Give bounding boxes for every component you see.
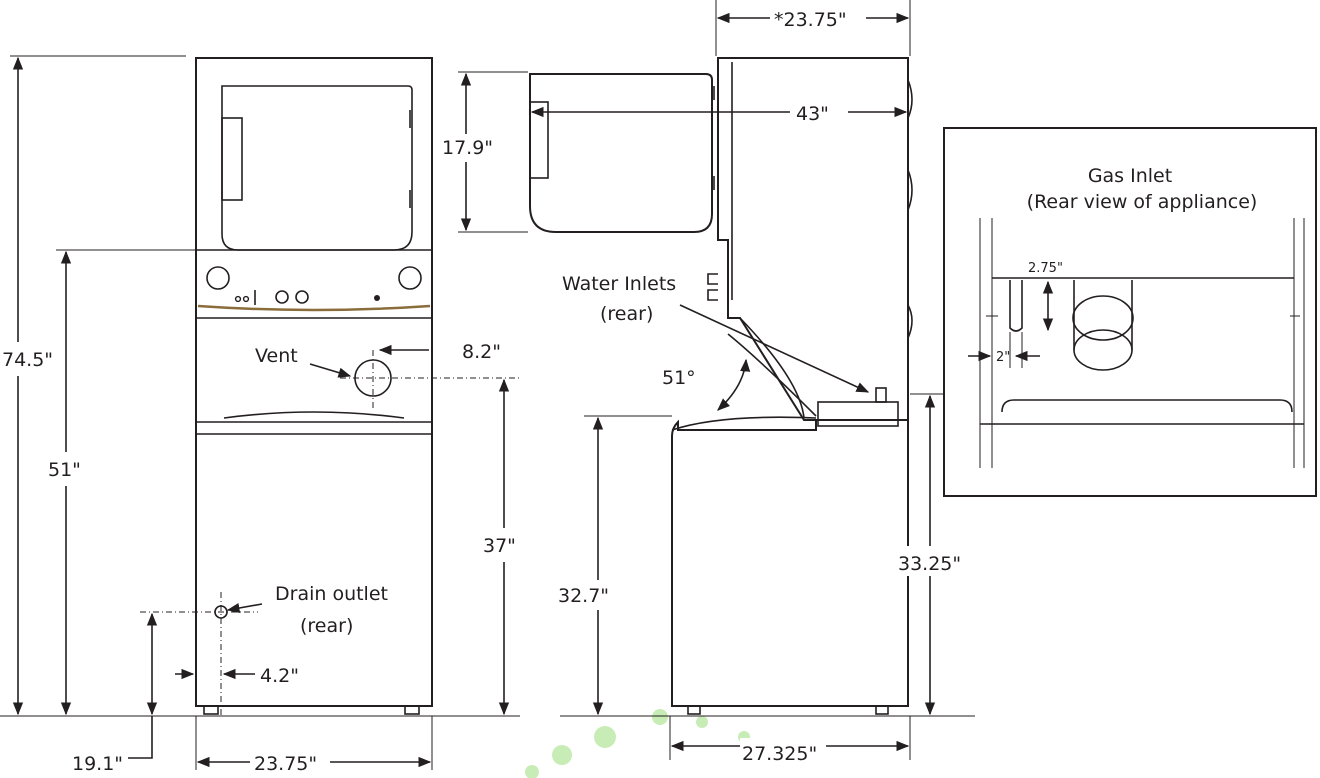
drain-height-label: 19.1" <box>72 753 123 775</box>
top-depth-label: *23.75" <box>774 9 847 31</box>
water-inlets-rear-label: (rear) <box>600 303 653 325</box>
vent-height-label: 37" <box>483 535 516 557</box>
door-open-depth-label: 43" <box>796 103 829 125</box>
gas-inlet-title: Gas Inlet <box>1088 165 1172 187</box>
decorative-dots <box>525 709 750 778</box>
drain-rear-label: (rear) <box>300 615 353 637</box>
water-inlets-label: Water Inlets <box>562 273 676 295</box>
lid-angle-label: 51° <box>662 367 696 389</box>
side-depth-label: 27.325" <box>742 743 817 765</box>
front-width-label: 23.75" <box>254 753 317 775</box>
door-height-label: 17.9" <box>442 137 493 159</box>
gas-inlet-height-label: 33.25" <box>898 553 961 575</box>
drain-offset-label: 4.2" <box>260 665 299 687</box>
gas-inlet-subtitle: (Rear view of appliance) <box>1027 191 1258 213</box>
gas-inlet-inset: Gas Inlet (Rear view of appliance) 2.75"… <box>943 127 1317 497</box>
total-height-label: 74.5" <box>2 349 53 371</box>
front-view <box>0 55 520 770</box>
vent-label: Vent <box>255 345 298 367</box>
vent-offset-label: 8.2" <box>462 341 501 363</box>
gas-inlet-width-dim: 2" <box>996 350 1010 365</box>
washer-height-label: 32.7" <box>558 585 609 607</box>
dryer-door-height-label: 51" <box>48 459 81 481</box>
gas-inlet-height-dim: 2.75" <box>1028 261 1063 276</box>
drain-outlet-label: Drain outlet <box>275 583 388 605</box>
side-view <box>458 0 975 760</box>
